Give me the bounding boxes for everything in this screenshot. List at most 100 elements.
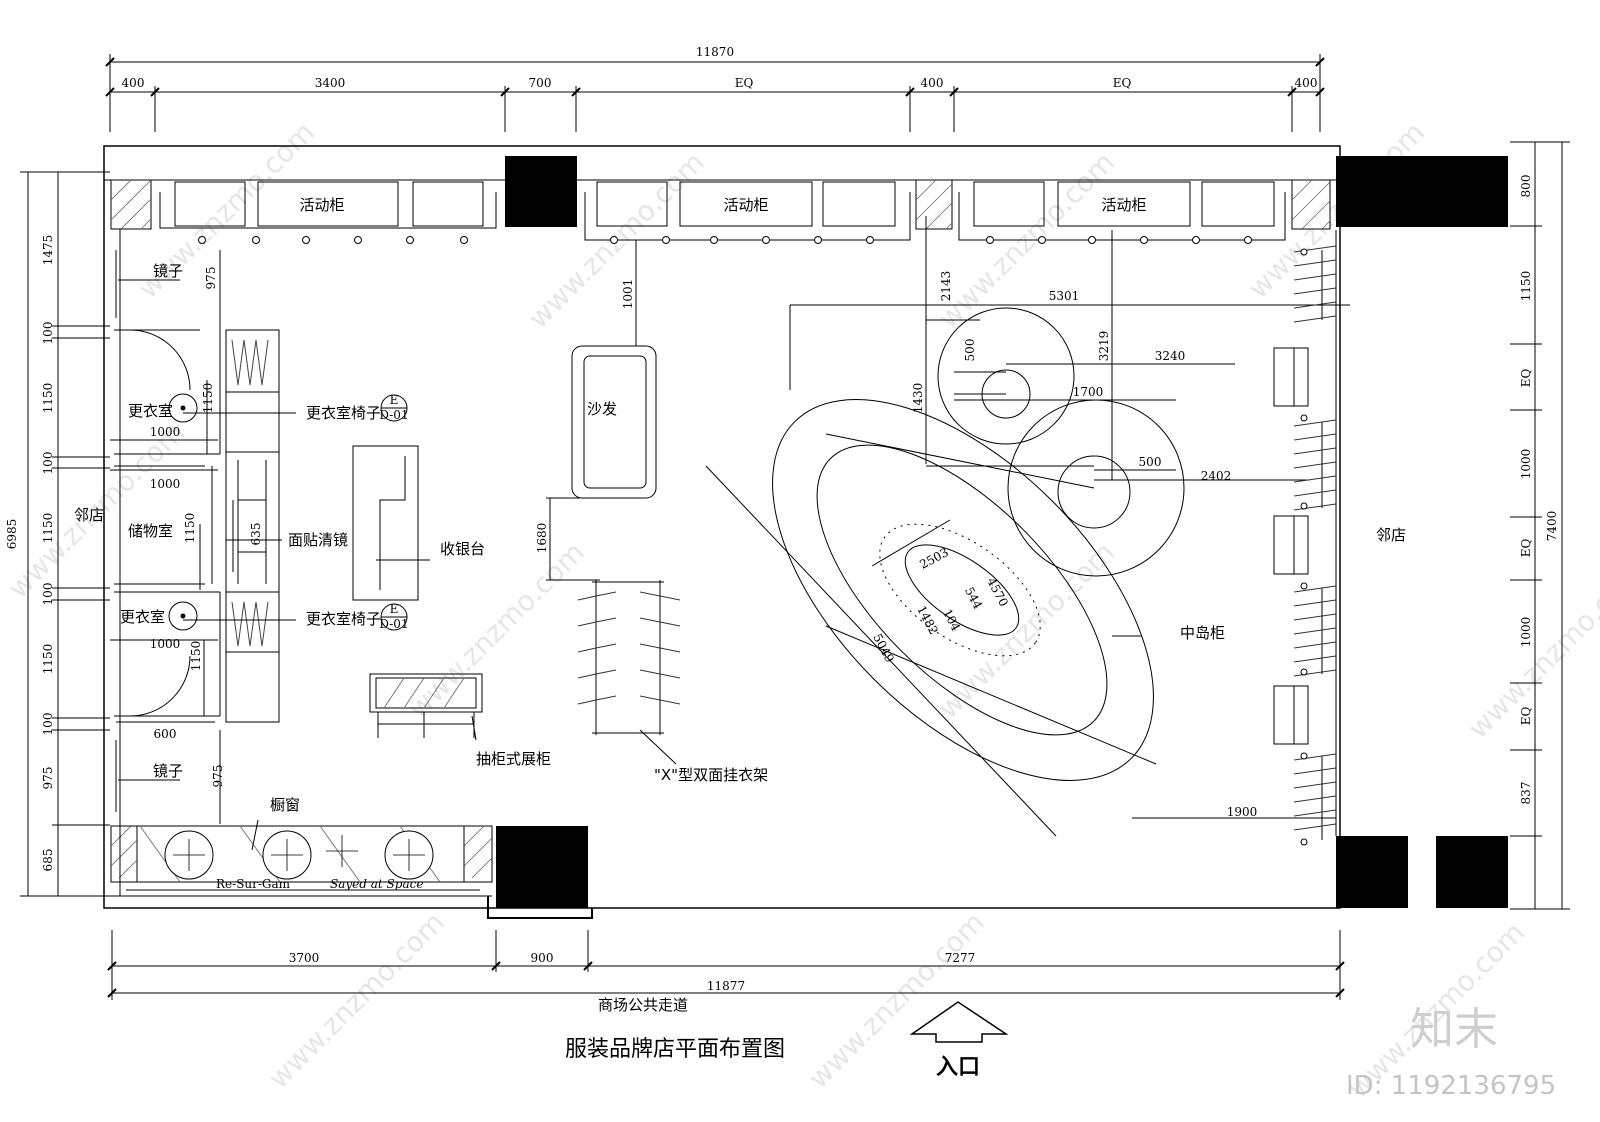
inner-dim: 975 (204, 267, 218, 290)
wall-columns (110, 179, 1331, 883)
inner-dim: 544 (962, 585, 985, 612)
brand-logo: 知末 (1410, 1004, 1498, 1055)
watermark-text: www.znzmo.com (262, 906, 451, 1095)
right-dimension-text: 7400 800 1150 EQ 1000 EQ 1000 EQ 837 (1519, 175, 1559, 805)
cashier-label: 收银台 (440, 540, 485, 558)
dim-text: 100 (41, 713, 55, 736)
dim-total-bottom: 11877 (707, 979, 745, 993)
dim-text: 400 (921, 76, 944, 90)
corridor-label: 商场公共走道 (598, 996, 688, 1014)
inner-dim: 3219 (1097, 331, 1111, 362)
bottom-dimensions (107, 930, 1345, 1000)
cabinet-label: 活动柜 (299, 196, 344, 214)
brand-watermark: 知末 ID: 1192136795 (1346, 1004, 1556, 1101)
inner-dim: 2143 (939, 271, 953, 302)
dim-text: EQ (1519, 369, 1533, 388)
dim-text: 1000 (1519, 617, 1533, 648)
outer-walls (103, 145, 1341, 909)
elevation-ref-bottom: D-01 (379, 408, 408, 422)
inner-dim: 2503 (917, 545, 951, 572)
inner-dim: 1000 (150, 425, 181, 439)
entrance-marker: 入口 (909, 1001, 1009, 1080)
dim-text: 100 (41, 583, 55, 606)
dim-text: 837 (1519, 782, 1533, 805)
left-dimension-text: 6985 1475 100 1150 100 1150 100 1150 100… (5, 235, 55, 872)
brand-b: Sayed at Space (330, 877, 423, 891)
island-display (705, 216, 1350, 837)
drawer-cabinet-label: 抽柜式展柜 (476, 750, 551, 768)
top-dimensions (105, 54, 1325, 132)
storage-label: 储物室 (128, 522, 173, 540)
dim-text: 685 (41, 849, 55, 872)
elevation-ref-top: E (390, 393, 399, 407)
x-rack-label: "X"型双面挂衣架 (654, 766, 768, 784)
inner-dim: 1150 (189, 641, 203, 672)
dim-text: 100 (41, 452, 55, 475)
dim-text: EQ (735, 76, 754, 90)
inner-dim: 1150 (201, 383, 215, 414)
dim-text: 900 (531, 951, 554, 965)
structural-pillars (496, 156, 1508, 908)
dim-text: 800 (1519, 175, 1533, 198)
center-labels: 沙发 收银台 抽柜式展柜 "X"型双面挂衣架 1001 1680 (440, 279, 768, 784)
right-dimensions (1510, 141, 1570, 910)
dim-text: 400 (122, 76, 145, 90)
left-room-labels: 镜子 更衣室 储物室 更衣室 镜子 橱窗 更衣室椅子 更衣室椅子 面贴清镜 E … (74, 262, 423, 891)
dim-text: 100 (41, 322, 55, 345)
drawing-title: 服装品牌店平面布置图 (565, 1037, 785, 1062)
dim-text: 1475 (41, 235, 55, 266)
dim-text: EQ (1519, 539, 1533, 558)
inner-dim: 975 (211, 765, 225, 788)
inner-dim: 1680 (535, 523, 549, 554)
inner-dim: 1900 (1227, 805, 1258, 819)
dim-text: 1150 (41, 383, 55, 414)
dim-text: 3400 (315, 76, 346, 90)
inner-dim: 4570 (984, 575, 1011, 609)
watermark-text: www.znzmo.com (932, 536, 1121, 725)
inner-dim: 104 (940, 607, 963, 634)
inner-dim: 500 (1139, 455, 1162, 469)
dim-right-total: 7400 (1545, 511, 1559, 542)
center-furniture (352, 240, 681, 765)
inner-dim: 635 (249, 523, 263, 546)
dim-text: 400 (1295, 76, 1318, 90)
dim-text: 7277 (945, 951, 976, 965)
cabinet-labels: 活动柜 活动柜 活动柜 (299, 196, 1146, 214)
inner-dim: 600 (154, 727, 177, 741)
watermark-text: www.znzmo.com (402, 536, 591, 725)
mirror-label: 镜子 (153, 762, 183, 780)
window-label: 橱窗 (270, 796, 300, 814)
inner-dim: 2402 (1201, 469, 1232, 483)
elevation-ref-top: E (390, 602, 399, 616)
wall-mirror-label: 面贴清镜 (288, 531, 348, 549)
fitting-room-chairs (168, 393, 408, 631)
dim-text: 1000 (1519, 449, 1533, 480)
dim-text: EQ (1519, 707, 1533, 726)
left-dimensions (20, 171, 110, 897)
dim-text: 1150 (41, 644, 55, 675)
watermark-layer: www.znzmo.com www.znzmo.com www.znzmo.co… (2, 116, 1600, 1105)
dim-text: 3700 (289, 951, 320, 965)
inner-dim: 1000 (150, 637, 181, 651)
dim-text: EQ (1113, 76, 1132, 90)
inner-dim: 5049 (870, 631, 897, 665)
inner-dim: 1430 (911, 383, 925, 414)
left-rooms (114, 250, 480, 891)
sofa-label: 沙发 (587, 400, 617, 418)
island-label: 中岛柜 (1180, 624, 1225, 642)
inner-dim: 1700 (1073, 385, 1104, 399)
dim-text: 975 (41, 767, 55, 790)
left-room-leaders (110, 250, 296, 851)
brand-a: Re-Sur-Gam (216, 877, 291, 891)
fitting-room-label: 更衣室 (128, 402, 173, 420)
elevation-ref-bottom: D-01 (379, 617, 408, 631)
right-wall-fixtures (1273, 230, 1337, 840)
inner-dim: 5301 (1049, 289, 1080, 303)
neighbor-right-label: 邻店 (1376, 526, 1406, 544)
cabinet-lights (198, 236, 1252, 244)
cabinet-label: 活动柜 (1101, 196, 1146, 214)
mirror-label: 镜子 (153, 262, 183, 280)
dim-left-total: 6985 (5, 519, 19, 550)
window-display-fixtures (164, 830, 434, 880)
